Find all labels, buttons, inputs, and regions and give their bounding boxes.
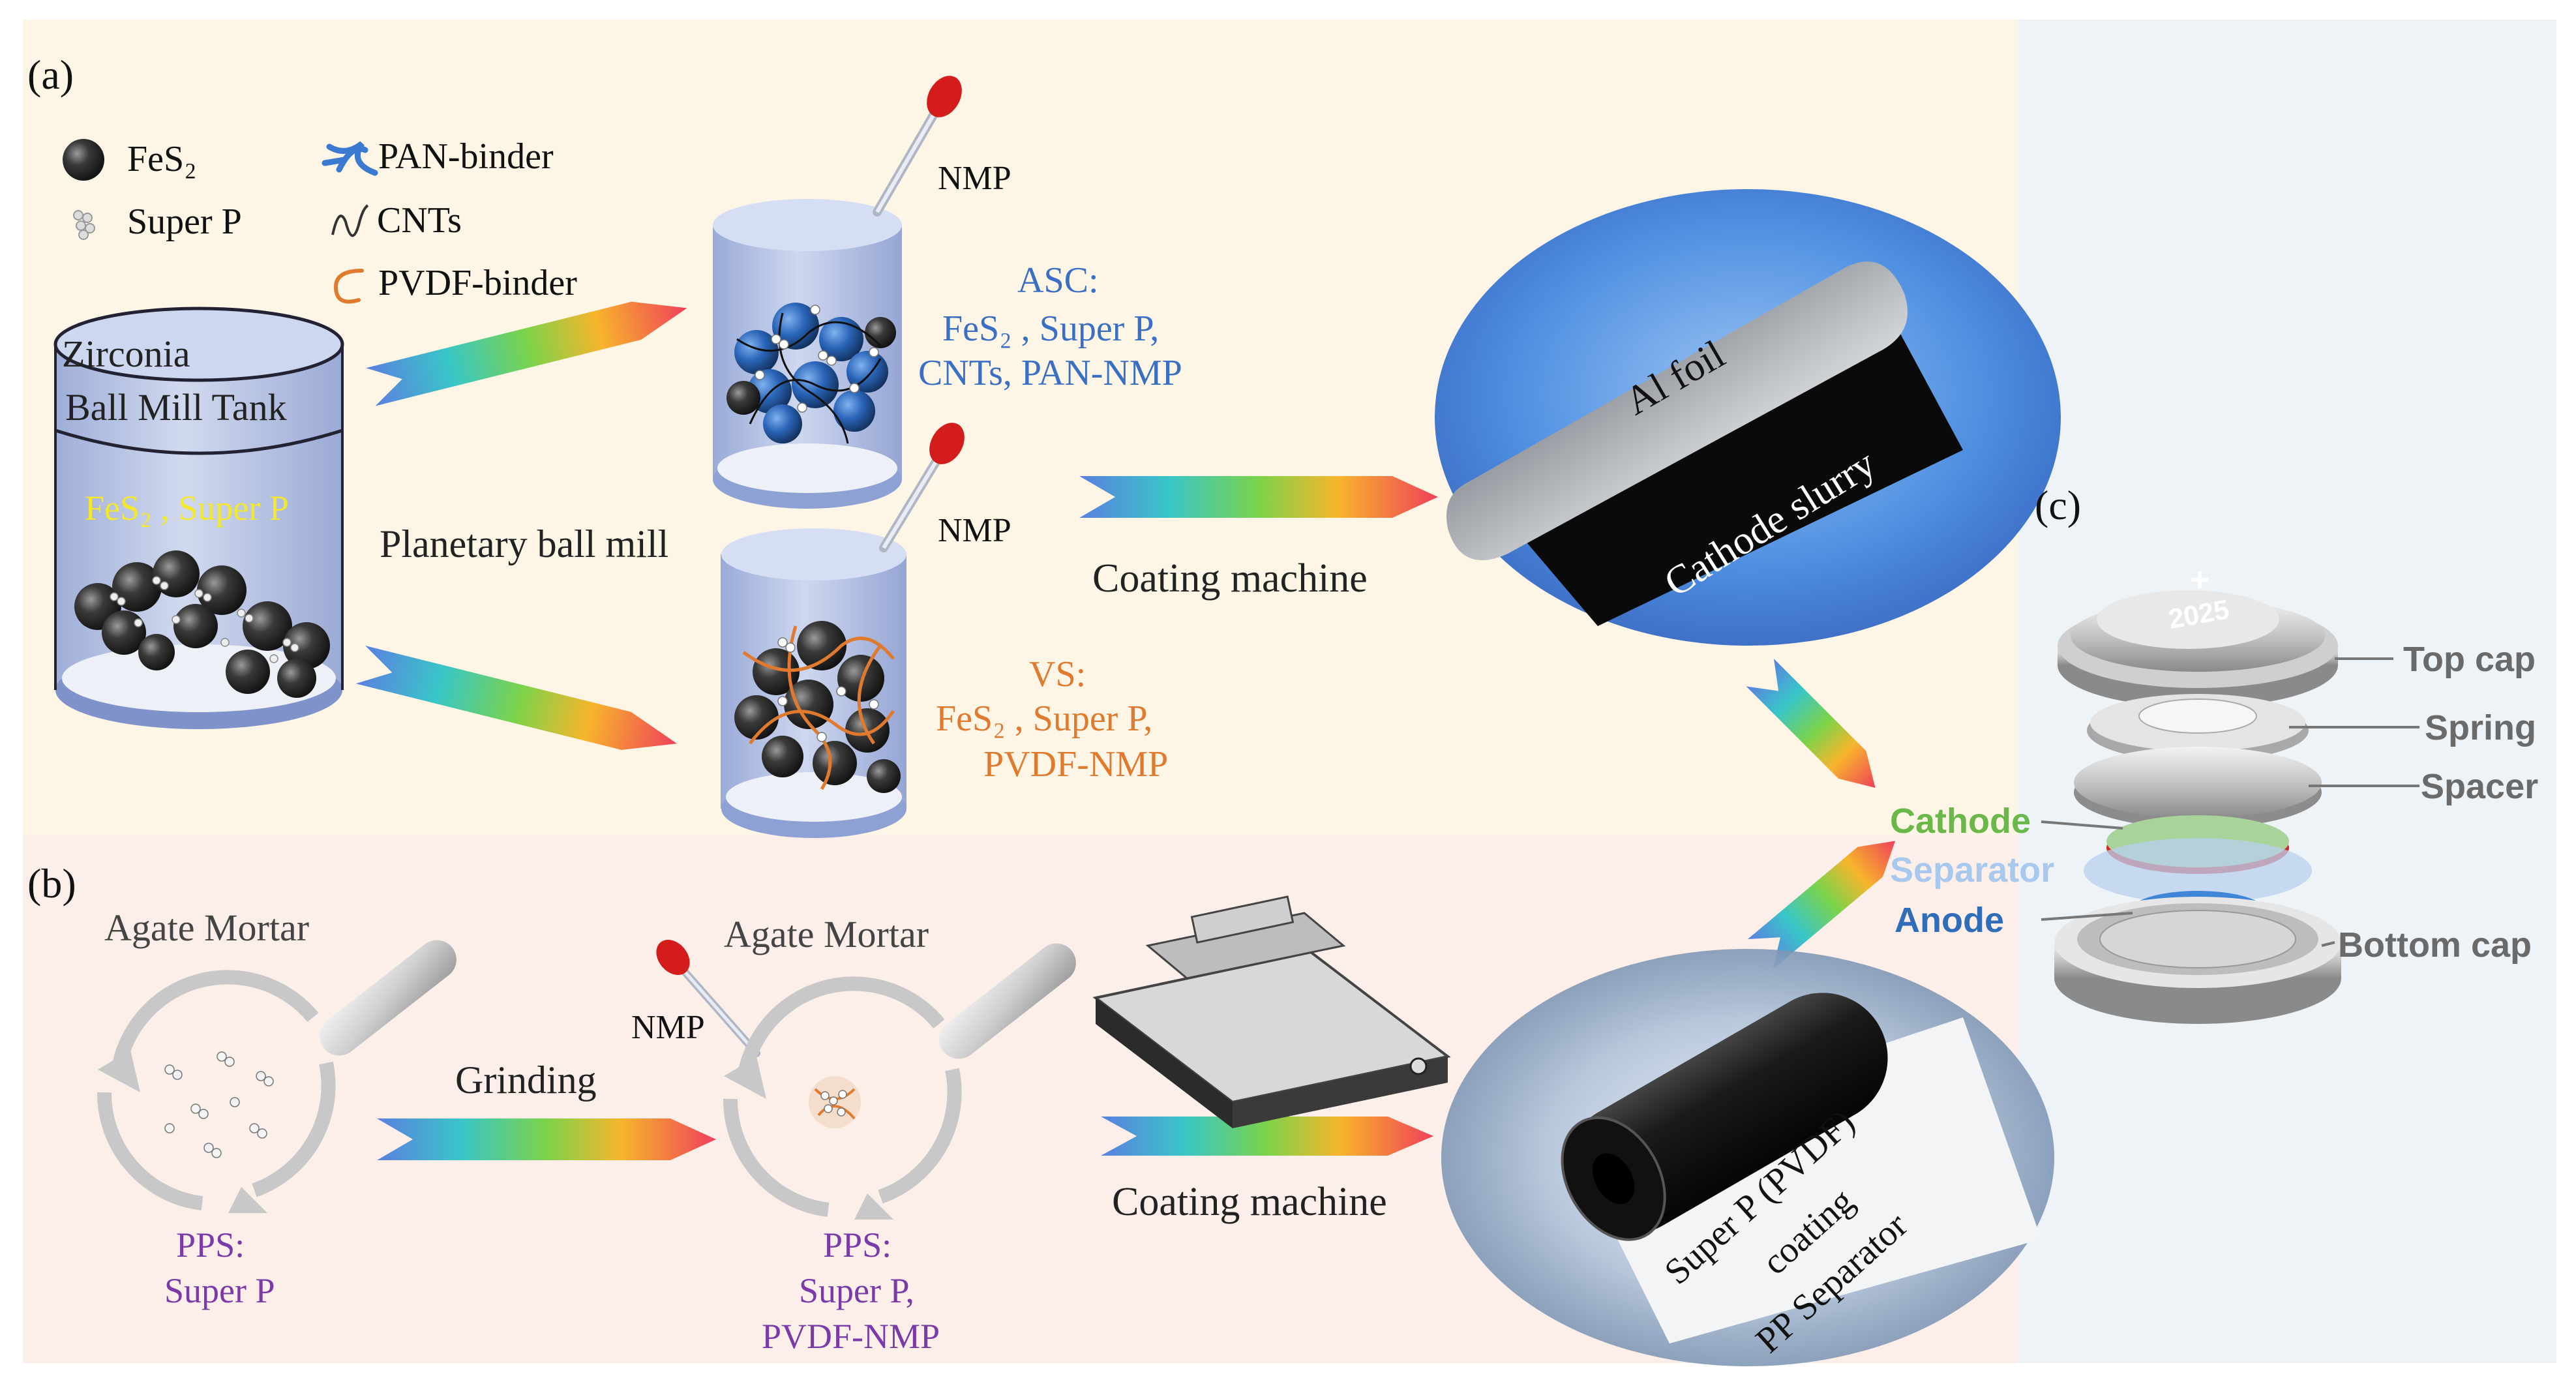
panel-c-label: (c) — [2035, 482, 2082, 528]
top-cap-label: Top cap — [2403, 640, 2536, 679]
coating-machine-label-a: Coating machine — [1092, 556, 1368, 601]
nmp-mid-label: NMP — [938, 512, 1011, 549]
tank-label-line2: Ball Mill Tank — [65, 386, 287, 428]
anode-label: Anode — [1895, 901, 2004, 940]
pipette-top — [873, 76, 962, 217]
pipette-panel-b — [656, 940, 760, 1057]
arrow-separator-to-cell — [1748, 841, 1896, 969]
planetary-ball-mill-label: Planetary ball mill — [380, 522, 669, 565]
spacer-part — [2074, 747, 2322, 828]
cathode-label: Cathode — [1890, 802, 2031, 841]
coin-cell-exploded — [2041, 590, 2419, 1024]
separator-label: Separator — [1890, 850, 2055, 890]
mortar-left-particles — [164, 1051, 274, 1158]
mortar-right-slurry — [809, 1076, 861, 1128]
tank-contents-label: FeS₂ , Super P — [85, 488, 289, 528]
legend — [63, 139, 378, 304]
arrow-to-vs — [355, 646, 677, 750]
zirconia-tank — [53, 307, 344, 729]
bottom-cap-part — [2054, 897, 2341, 1024]
pps2-line1: Super P, — [799, 1271, 915, 1310]
vs-title: VS: — [1029, 654, 1086, 695]
asc-cylinder — [713, 199, 902, 509]
pps1-title: PPS: — [176, 1225, 245, 1265]
asc-line2: CNTs, PAN-NMP — [918, 353, 1182, 393]
top-cap-part — [2058, 590, 2338, 708]
cnts-legend-icon — [331, 204, 369, 237]
arrow-grinding — [377, 1118, 716, 1160]
top-cap-plus: + — [2190, 561, 2210, 599]
tank-super-p-particles — [110, 576, 299, 663]
tank-label-line1: Zirconia — [62, 333, 190, 375]
agate-mortar-right-label: Agate Mortar — [724, 913, 929, 955]
al-foil-roll — [1446, 262, 1908, 560]
arrow-coating-b — [1101, 1117, 1433, 1156]
legend-pvdf-binder-label: PVDF-binder — [378, 263, 577, 303]
vs-line1: FeS₂ , Super P, — [936, 698, 1153, 739]
legend-super-p-label: Super P — [127, 202, 242, 242]
coating-machine-label-b: Coating machine — [1112, 1180, 1387, 1224]
vs-pvdf-network — [742, 625, 895, 790]
asc-super-p-particles — [755, 305, 879, 413]
pps1-line: Super P — [164, 1271, 275, 1310]
bottom-cap-label: Bottom cap — [2338, 925, 2532, 965]
coin-cell-leader-lines — [2041, 657, 2419, 947]
vs-line2: PVDF-NMP — [983, 744, 1169, 785]
super-p-legend-icon — [73, 210, 95, 240]
pestle-right — [939, 943, 1076, 1059]
asc-title: ASC: — [1017, 260, 1099, 301]
agate-mortar-left-label: Agate Mortar — [104, 907, 310, 949]
separator-part — [2084, 838, 2312, 903]
pvdf-binder-legend-icon — [333, 269, 364, 304]
separator-roll-image — [1441, 949, 2054, 1366]
al-foil-image — [1435, 189, 2061, 646]
panel-a-label: (a) — [27, 52, 74, 98]
pestle-left — [320, 940, 457, 1056]
spring-part — [2087, 694, 2309, 762]
panel-b-label: (b) — [27, 860, 76, 907]
nmp-panel-b-label: NMP — [631, 1009, 705, 1046]
mortar-right — [723, 976, 962, 1220]
asc-line1: FeS₂ , Super P, — [942, 308, 1160, 349]
legend-cnts-label: CNTs — [377, 200, 462, 241]
vs-super-p-particles — [777, 637, 879, 742]
legend-fes2-label: FeS₂ — [127, 139, 197, 179]
legend-pan-binder-label: PAN-binder — [378, 136, 554, 177]
asc-blue-ball-cluster — [726, 303, 896, 443]
spring-label: Spring — [2425, 708, 2536, 747]
pps2-title: PPS: — [823, 1225, 892, 1265]
arrow-to-asc — [366, 301, 687, 406]
pan-binder-legend-icon — [322, 141, 378, 176]
spacer-label: Spacer — [2421, 767, 2539, 806]
mortar-left — [97, 970, 336, 1213]
coating-machine-image — [1092, 895, 1451, 1128]
arrow-coating-a — [1079, 476, 1438, 518]
grinding-label: Grinding — [455, 1058, 597, 1102]
pps2-line2: PVDF-NMP — [762, 1317, 940, 1356]
vs-cylinder — [721, 528, 906, 838]
pipette-middle — [879, 423, 965, 552]
nmp-top-label: NMP — [938, 160, 1011, 197]
fes2-legend-icon — [63, 139, 104, 181]
